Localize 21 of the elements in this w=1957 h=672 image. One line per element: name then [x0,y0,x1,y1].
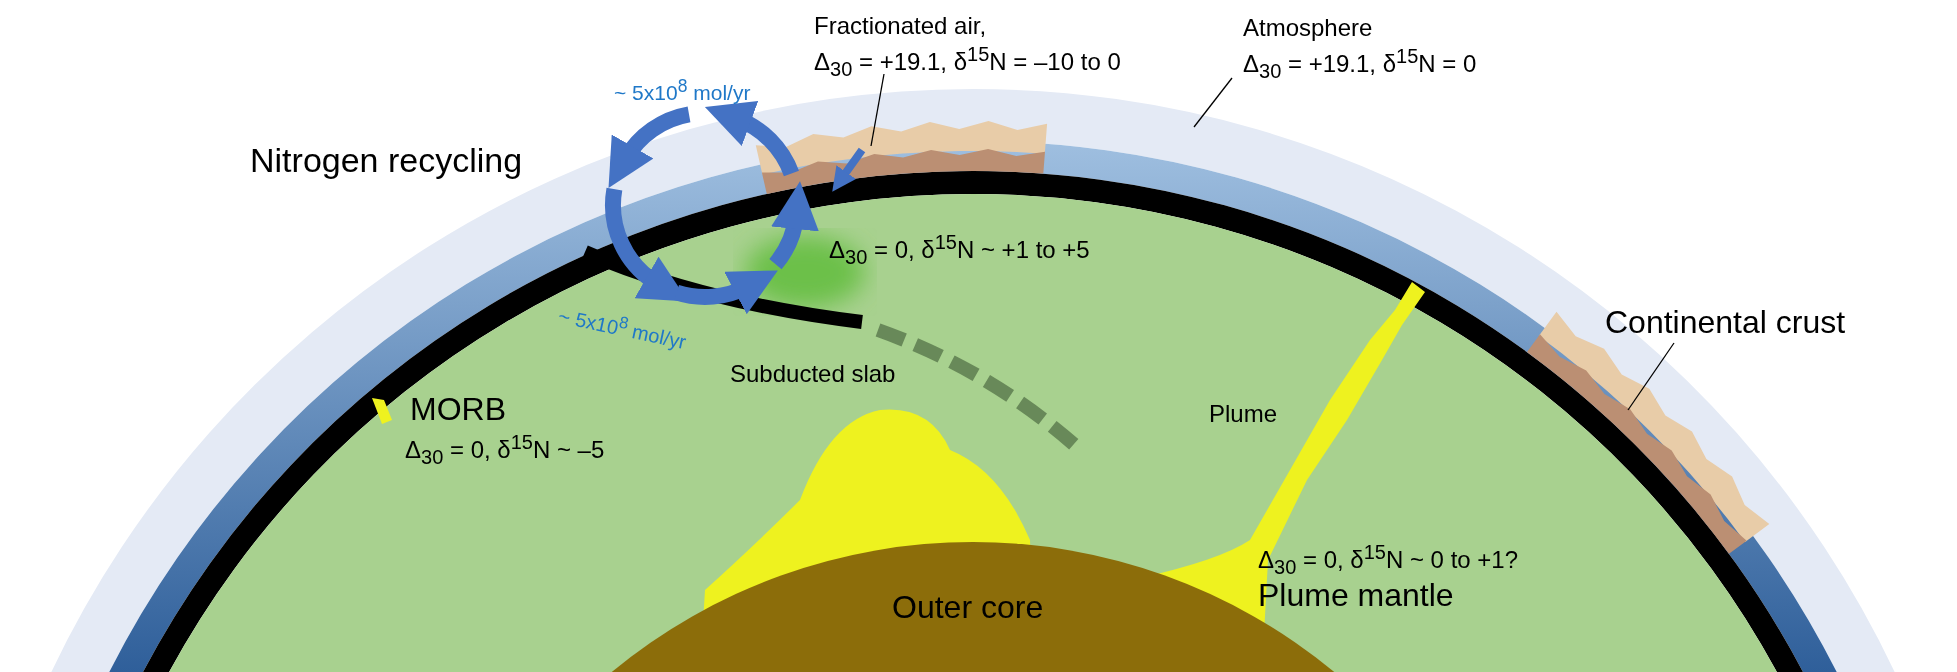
leader-line [1627,342,1675,411]
leader-line [870,73,885,147]
isotope-values: Δ$_{30}$ = +19.1, δ$^{15}$N = 0 [1243,44,1477,84]
part-label: Subducted slab [730,360,896,389]
isotope-values: Δ$_{30}$ = 0, δ$^{15}$N ~ +1 to +5 [829,230,1090,269]
part-label: Outer core [892,588,1044,627]
flux-label: ~ 5x10$^{8}$ mol/yr [614,76,751,106]
part-label: Plume [1209,400,1278,429]
isotope-values: Δ$_{30}$ = 0, δ$^{15}$N ~ –5 [405,430,605,469]
callout-title: Fractionated air, [814,11,988,41]
part-label: MORB [410,390,506,429]
flux-label: ~ 5x10$^{8}$ mol/yr [556,303,690,355]
crust-drawing [755,121,1048,194]
callout-title: Atmosphere [1243,13,1374,43]
callout-title: Continental crust [1605,303,1846,342]
part-label: Plume mantle [1258,576,1454,615]
isotope-values: Δ$_{30}$ = 0, δ$^{15}$N ~ 0 to +1? [1258,540,1519,579]
crust-drawing [1527,311,1770,554]
process-label: Nitrogen recycling [250,140,523,181]
isotope-values: Δ$_{30}$ = +19.1, δ$^{15}$N = –10 to 0 [814,42,1121,82]
leader-line [1193,77,1233,128]
